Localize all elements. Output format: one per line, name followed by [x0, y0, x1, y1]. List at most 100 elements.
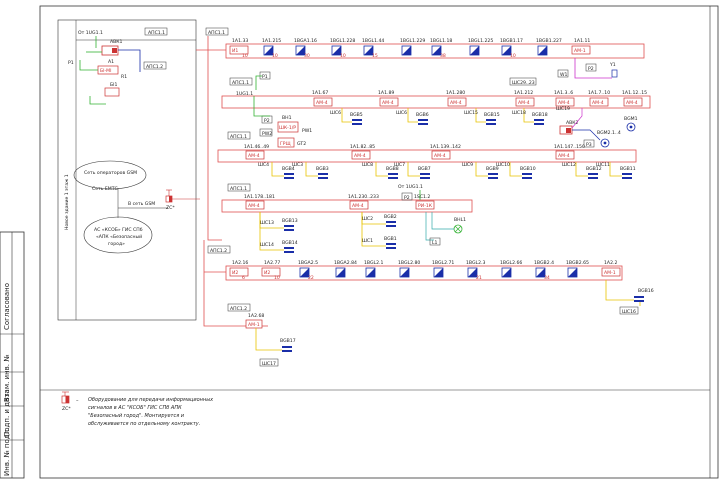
row5-node-id: 1BGB2.4 — [534, 260, 554, 266]
row3-node-box-label: АМ-4 — [354, 153, 366, 159]
row2-node-id: 1А1.89 — [378, 90, 394, 96]
row4-bgb-icon — [284, 225, 294, 231]
l1-label: L1 — [432, 240, 438, 246]
row2-bgb-label: BGB15 — [484, 112, 500, 118]
sk-cabinet — [277, 121, 299, 133]
row2-node-box: АМ-4 — [623, 97, 643, 107]
gt-label: GT2 — [297, 141, 306, 147]
row3-node-box: АМ-4 — [555, 150, 575, 160]
row1-node-id: 1BGB1.227 — [536, 38, 562, 44]
row2-pw1: РW1 — [302, 128, 312, 134]
row5-node-box-label: АМ-1 — [604, 270, 616, 276]
aps11-top-left: АПС1.1 — [148, 30, 165, 36]
row5-detector-icon — [433, 267, 444, 278]
grsch-cabinet — [277, 137, 295, 148]
row3-node-box-label: АМ-4 — [434, 153, 446, 159]
row4-bgb-label: BGB13 — [282, 218, 298, 224]
row3-bgb-icon — [522, 173, 532, 179]
row4-node-id: 1SC1.2 — [414, 194, 430, 200]
row2-p2: Р2 — [264, 118, 270, 124]
row-3: АПС1.1 1А1.46..49АМ-41А1.82..85АМ-41А1.1… — [217, 131, 637, 179]
row2-shc-label: ШС15 — [464, 110, 478, 116]
legend-zc-icon — [61, 391, 70, 404]
row3-node-id: 1А1.147..150 — [554, 144, 585, 150]
hl1-lamp-icon — [453, 224, 463, 234]
row6-am — [245, 319, 263, 329]
row1-node-box: АМ-1 — [571, 45, 591, 55]
row4-shc-label: ШС13 — [260, 220, 274, 226]
bgb16-icon — [634, 296, 644, 302]
row4-bgb-label: BGB14 — [282, 240, 298, 246]
row2-node-box-label: АМ-4 — [626, 100, 638, 106]
row1-detector-icon — [363, 45, 374, 56]
avk2-device — [559, 125, 573, 135]
row3-node-box: АМ-4 — [351, 150, 371, 160]
row1-node-id: 1BGL1.225 — [468, 38, 493, 44]
row1-node-id: 1BGL1.44 — [362, 38, 384, 44]
row3-node-id: 1А1.82..85 — [350, 144, 375, 150]
row2-node-box: АМ-4 — [447, 97, 467, 107]
row4-node-box: АМ-4 — [245, 200, 265, 210]
row2-node-box: АМ-4 — [379, 97, 399, 107]
row1-node-id: 1BGL1.18 — [430, 38, 452, 44]
row2-p1: Р1 — [262, 74, 268, 80]
row4-bgb-label: BGB2 — [384, 214, 397, 220]
row3-shc-label: ШС10 — [496, 162, 510, 168]
row3-node-id: 1А1.139..142 — [430, 144, 461, 150]
row4-node-box: РИ-1К — [415, 200, 435, 210]
row3-node-box-label: АМ-4 — [558, 153, 570, 159]
from-ug-label: От 1UG1.1 — [78, 30, 103, 36]
to-gsm-label: В сеть GSM — [128, 201, 155, 207]
row1-node-id: 1А1.33 — [232, 38, 248, 44]
row2-loop — [221, 95, 651, 109]
legend-dash: – — [76, 398, 79, 404]
row2-node-box-label: АМ-4 — [450, 100, 462, 106]
row2-node-id: 1А1.280 — [446, 90, 465, 96]
row5-node-box: И2 — [261, 267, 281, 277]
row5-node-box-label: И2 — [264, 270, 270, 276]
row-2: АПС1.1 1А1.67АМ-41А1.89АМ-41А1.280АМ-41А… — [221, 71, 651, 148]
stamp-podp-data: Подп. и дата — [3, 389, 11, 437]
sk-label: ШК-1/Р — [279, 125, 296, 131]
row5-node-id: 1BGL2.71 — [432, 260, 454, 266]
row2-node-box-label: АМ-4 — [316, 100, 328, 106]
row5-node-num: 21 — [476, 275, 482, 281]
row3-bgb-label: BGB11 — [620, 166, 636, 172]
row1-node-num: 30 — [304, 53, 310, 59]
row1-node-id: 1BGB1.17 — [500, 38, 523, 44]
row5-node-id: 1BGA2.5 — [298, 260, 318, 266]
row2-shc-label: ШС6 — [330, 110, 341, 116]
row2-node-id: 1А1.12..15 — [622, 90, 647, 96]
row1-detector-icon — [431, 45, 442, 56]
row2-node-id: 1А1.67 — [312, 90, 328, 96]
row4-node-box: АМ-4 — [349, 200, 369, 210]
row3-node-box: АМ-4 — [431, 150, 451, 160]
row3-shc-label: ШС8 — [362, 162, 373, 168]
row1-node-num: 10 — [242, 53, 248, 59]
row4-node-id: 1А1.178..181 — [244, 194, 275, 200]
bgb17-label: BGB17 — [280, 338, 296, 344]
row5-node-num: 34 — [544, 275, 550, 281]
row5-node-id: 1BGB2.65 — [566, 260, 589, 266]
shc17-label: ШС17 — [262, 361, 276, 367]
row6-node: 1А2.68 — [248, 313, 264, 319]
row1-detector-icon — [401, 45, 412, 56]
row1-loop — [225, 43, 645, 59]
legend-zc: ZC* — [62, 406, 71, 412]
stamp-vzam-inv: Взам. инв. № — [3, 354, 11, 402]
row5-node-id: 1BGL2.1 — [364, 260, 383, 266]
legend-line4: обслуживается по отдельному контракту. — [88, 421, 200, 427]
row5-node-id: 1BGL2.66 — [500, 260, 522, 266]
row1-node-num: 10 — [272, 53, 278, 59]
row4-loop — [221, 199, 473, 213]
row3-shc-label: ШС11 — [596, 162, 610, 168]
row3-bgb-icon — [622, 173, 632, 179]
bgb17-icon — [282, 346, 292, 352]
row5-detector-icon — [467, 267, 478, 278]
row3-bgb-label: BGB3 — [316, 166, 329, 172]
row5-node-num: 22 — [308, 275, 314, 281]
building-zone: Новое здание 1 этаж 1 От 1UG1.1 АВК1 А1 … — [57, 19, 197, 321]
row1-node-box-label: АМ-1 — [574, 48, 586, 54]
row2-node-box: АМ-4 — [515, 97, 535, 107]
row1-detector-icon — [469, 45, 480, 56]
